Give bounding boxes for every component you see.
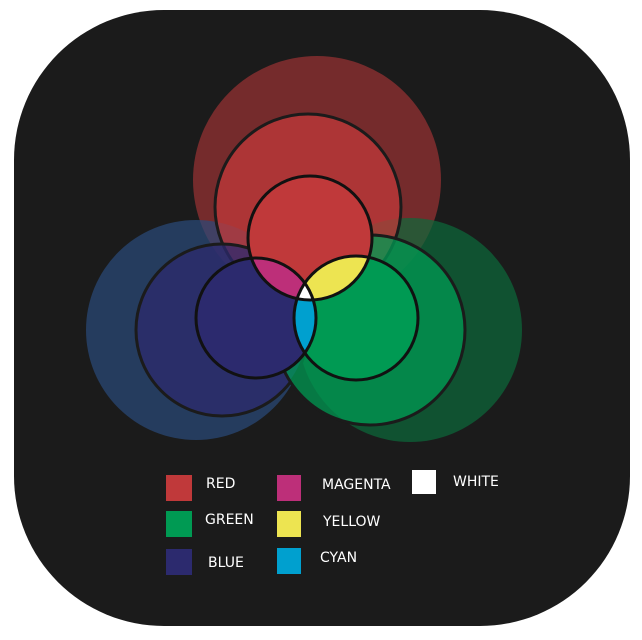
- legend-label-white: WHITE: [453, 474, 499, 490]
- legend-swatch-magenta: [277, 475, 301, 501]
- legend-label-cyan: CYAN: [320, 550, 358, 566]
- legend-label-blue: BLUE: [208, 555, 244, 571]
- legend-label-magenta: MAGENTA: [322, 477, 391, 493]
- legend-label-yellow: YELLOW: [323, 514, 381, 530]
- legend-label-red: RED: [206, 476, 236, 492]
- yellow-overlap: [294, 256, 372, 300]
- legend-label-green: GREEN: [205, 512, 254, 528]
- magenta-overlap: [248, 258, 316, 300]
- legend-swatch-blue: [166, 549, 192, 575]
- legend-swatch-yellow: [277, 511, 301, 537]
- legend-swatch-green: [166, 511, 192, 537]
- legend-swatch-white: [412, 470, 436, 494]
- legend-swatch-cyan: [277, 548, 301, 574]
- legend-swatch-red: [166, 475, 192, 501]
